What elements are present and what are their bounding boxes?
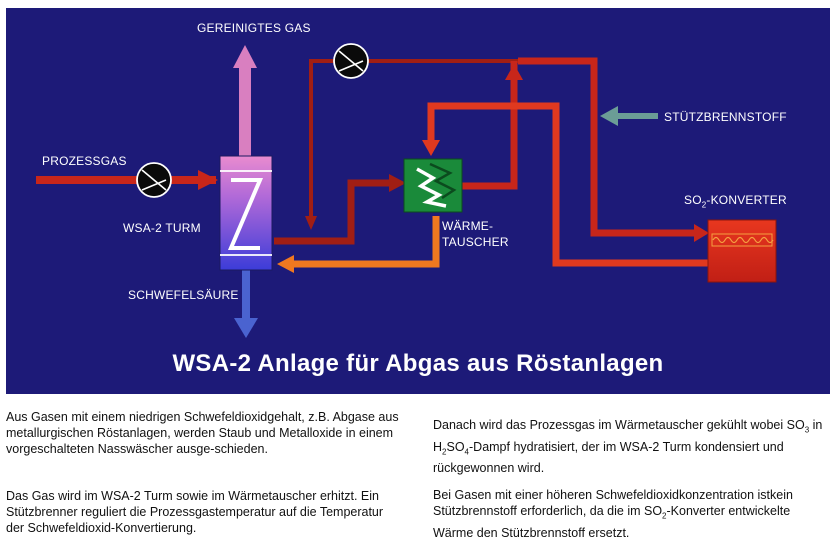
label-so2-converter: SO2-KONVERTER	[684, 193, 787, 209]
label-clean-gas: GEREINIGTES GAS	[197, 21, 311, 35]
rp1-part-a: Danach wird das Prozessgas im Wärmetausc…	[433, 418, 805, 432]
rp1-sub-c: 4	[464, 447, 469, 456]
label-heat-exchanger-line1: WÄRME-	[442, 219, 494, 233]
right-paragraph-2: Bei Gasen mit einer höheren Schwefeldiox…	[433, 487, 828, 541]
tower-to-exchanger-line	[274, 174, 406, 245]
rp1-part-d: -Dampf hydratisiert, der im WSA-2 Turm k…	[433, 439, 784, 476]
label-heat-exchanger: WÄRME- TAUSCHER	[442, 218, 509, 250]
rp1-part-c: SO	[446, 439, 465, 454]
diagram-title: WSA-2 Anlage für Abgas aus Röstanlagen	[172, 350, 664, 377]
loop-fan-icon	[333, 43, 369, 79]
exchanger-to-top-line	[462, 61, 523, 190]
support-fuel-arrow	[600, 106, 658, 126]
diagram-panel: GEREINIGTES GAS PROZESSGAS WSA-2 TURM SC…	[6, 8, 830, 394]
label-support-fuel: STÜTZBRENNSTOFF	[664, 110, 787, 124]
heat-exchanger	[403, 158, 463, 213]
rp1-part-b: in H	[433, 418, 823, 454]
wsa2-tower	[219, 155, 273, 271]
exchanger-to-tower-line	[277, 216, 440, 273]
clean-gas-arrow	[233, 45, 257, 158]
process-flow-diagram	[36, 43, 777, 338]
label-wsa2-tower: WSA-2 TURM	[123, 221, 201, 235]
rp2-part-a: Bei Gasen mit einer höheren Schwefeldiox…	[433, 488, 793, 518]
so2-prefix: SO	[684, 193, 702, 207]
inlet-fan-icon	[136, 162, 172, 198]
rp1-sub-a: 3	[804, 425, 810, 435]
feed-to-converter-line	[518, 57, 709, 242]
label-process-gas: PROZESSGAS	[42, 154, 127, 168]
right-paragraph-1: Danach wird das Prozessgas im Wärmetausc…	[433, 417, 828, 476]
rp2-part-b: -Konverter entwickelte Wärme den Stützbr…	[433, 504, 791, 540]
label-sulfuric-acid: SCHWEFELSÄURE	[128, 288, 239, 302]
so2-subscript: 2	[701, 200, 707, 210]
rp2-sub-a: 2	[662, 511, 667, 521]
so2-suffix: -KONVERTER	[706, 193, 787, 207]
left-paragraph-1: Aus Gasen mit einem niedrigen Schwefeldi…	[6, 410, 399, 456]
process-gas-inlet	[36, 170, 218, 190]
sulfuric-acid-arrow	[234, 270, 258, 338]
converter-return-line	[422, 102, 709, 267]
recycle-loop-line	[305, 59, 518, 230]
left-paragraph-2: Das Gas wird im WSA-2 Turm sowie im Wärm…	[6, 489, 384, 535]
rp1-sub-b: 2	[442, 447, 447, 456]
label-heat-exchanger-line2: TAUSCHER	[442, 235, 509, 249]
so2-converter	[707, 219, 777, 283]
